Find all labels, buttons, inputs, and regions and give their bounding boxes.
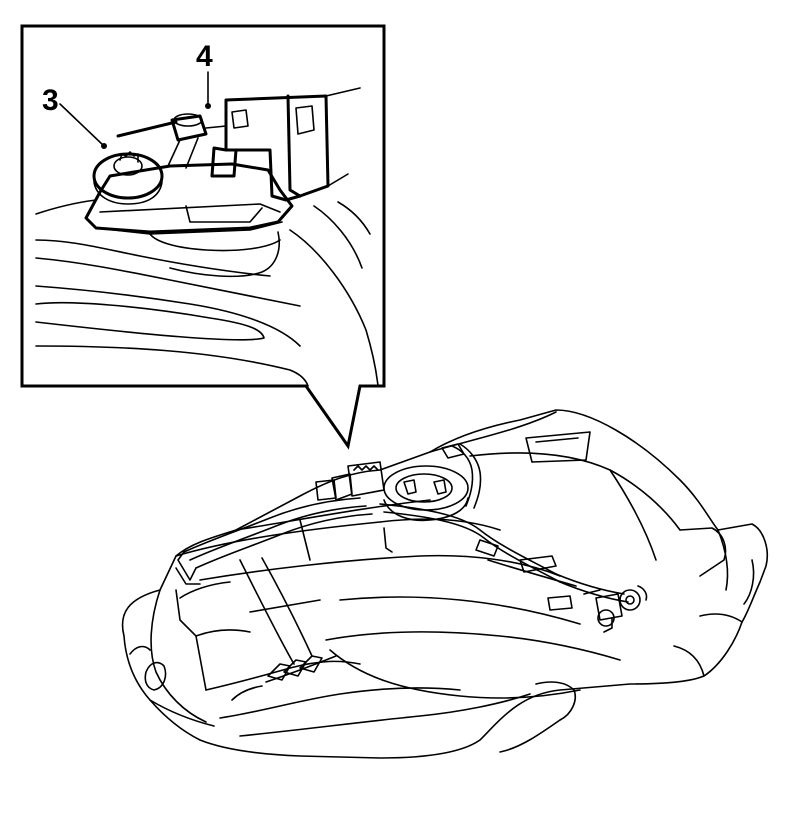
callout-3-leader [59,103,105,147]
connector-housing [167,87,361,202]
inset-tank-contours [35,199,379,387]
fuel-tank [121,409,768,759]
tank-pump-flange [383,465,469,522]
rear-fittings [583,585,648,633]
fuel-lines [175,443,629,611]
callout-3-dot [101,143,107,149]
callout-4-dot [205,103,211,109]
callout-4: 4 [196,40,213,73]
tank-connector [315,461,385,501]
pump-flange [84,151,294,252]
tank-outline [121,409,768,759]
inset-detail: 3 4 [20,24,386,450]
callout-3: 3 [42,84,59,117]
tank-straps [231,655,337,701]
inset-frame [20,24,386,450]
